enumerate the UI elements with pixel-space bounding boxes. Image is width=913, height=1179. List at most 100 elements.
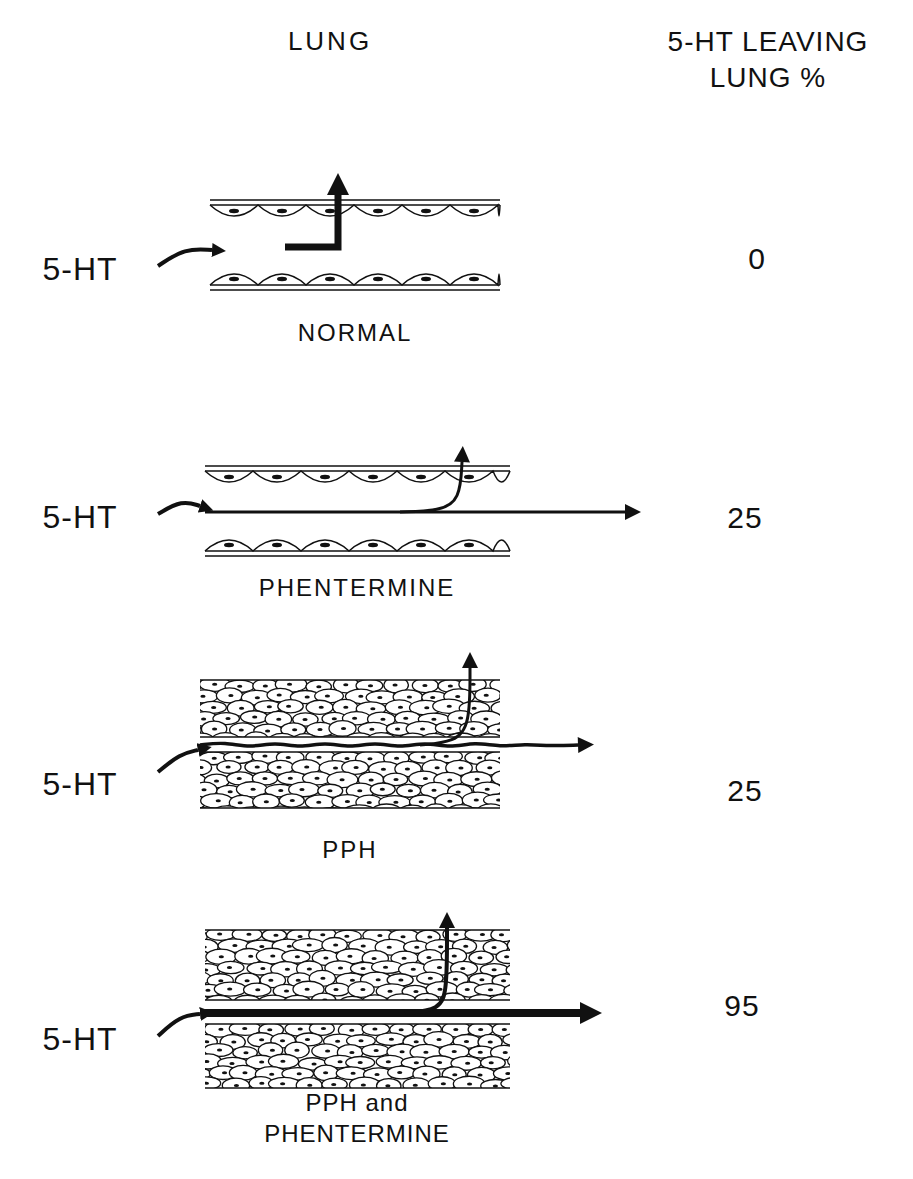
cell-nucleus (393, 778, 398, 781)
cell-nucleus (414, 946, 419, 949)
cell-outline (349, 1077, 380, 1088)
cell-nucleus (437, 988, 442, 991)
cell-outline (372, 961, 403, 974)
cell-outline (205, 1077, 221, 1088)
cell-nucleus (273, 934, 278, 937)
cell-nucleus (387, 946, 392, 949)
cell-nucleus (426, 1028, 431, 1031)
cell-nucleus (243, 1051, 248, 1054)
wall-line (200, 751, 500, 753)
cell-nucleus (333, 988, 338, 991)
cell-nucleus (332, 717, 337, 720)
cell-nucleus (431, 789, 436, 792)
cell-nucleus (211, 706, 216, 709)
column-heading: LUNG (288, 25, 372, 59)
cell-nucleus (244, 979, 249, 982)
cell-nucleus (374, 1073, 379, 1076)
flow-arrow (158, 503, 200, 514)
cell-nucleus (323, 956, 328, 959)
cell-outline (501, 1077, 510, 1088)
cell-nucleus (205, 1082, 209, 1085)
cell-nucleus (316, 801, 321, 804)
cell-nucleus (299, 788, 304, 791)
cell-nucleus (354, 766, 359, 769)
wall-line (205, 555, 510, 557)
cell-nucleus (236, 756, 241, 759)
cell-nucleus (441, 1082, 446, 1085)
cell-nucleus (431, 718, 436, 721)
cell-nucleus (478, 1028, 483, 1031)
cell-nucleus (368, 543, 378, 547)
cell-nucleus (358, 1039, 363, 1042)
cell-nucleus (345, 800, 350, 803)
cell-nucleus (350, 979, 355, 982)
cell-nucleus (487, 766, 492, 769)
cell-nucleus (437, 1061, 442, 1064)
cell-nucleus (395, 728, 400, 731)
cell-nucleus (357, 789, 362, 792)
percent-value: 25 (727, 498, 762, 537)
cell-nucleus (259, 1038, 264, 1041)
cell-nucleus (307, 1084, 312, 1087)
cell-nucleus (325, 695, 330, 698)
cell-nucleus (505, 1072, 510, 1075)
cell-nucleus (492, 968, 497, 971)
percent-value: 95 (724, 986, 759, 1025)
condition-label: PHENTERMINE (259, 572, 456, 603)
cell-nucleus (423, 1051, 428, 1054)
cell-nucleus (276, 718, 281, 721)
endothelial-cells (205, 471, 510, 482)
flow-arrow (400, 462, 462, 512)
cell-outline (241, 711, 268, 724)
cell-nucleus (268, 979, 273, 982)
endothelial-cells (210, 205, 500, 216)
cell-nucleus (430, 696, 435, 699)
cell-outline (278, 700, 303, 713)
cell-nucleus (398, 706, 403, 709)
cell-nucleus (259, 1061, 264, 1064)
cell-outline (387, 994, 416, 1000)
cell-nucleus (201, 717, 206, 720)
cell-nucleus (480, 933, 485, 936)
cell-nucleus (201, 788, 206, 791)
cell-outline (377, 1079, 401, 1088)
cell-nucleus (493, 1084, 498, 1087)
cell-nucleus (200, 766, 204, 769)
cell-nucleus (259, 945, 264, 948)
cell-nucleus (217, 933, 222, 936)
cell-nucleus (498, 757, 500, 760)
endothelial-cells (205, 540, 510, 551)
flow-arrows (158, 195, 625, 1036)
cell-nucleus (304, 766, 309, 769)
cell-nucleus (311, 1062, 316, 1065)
cell-nucleus (405, 768, 410, 771)
thickened-wall (179, 1021, 535, 1093)
cell-nucleus (343, 706, 348, 709)
cell-nucleus (389, 1038, 394, 1041)
cell-nucleus (237, 685, 242, 688)
cell-nucleus (488, 1040, 493, 1043)
cell-nucleus (255, 988, 260, 991)
cell-nucleus (371, 957, 376, 960)
cell-nucleus (416, 543, 426, 547)
cell-nucleus (234, 1084, 239, 1087)
cell-nucleus (484, 694, 489, 697)
cell-nucleus (216, 799, 221, 802)
cell-nucleus (386, 1060, 391, 1063)
cell-outline (388, 1066, 415, 1079)
column-heading: 5-HT LEAVING LUNG % (653, 24, 883, 97)
thickened-wall (176, 749, 530, 821)
cell-nucleus (262, 777, 267, 780)
cell-nucleus (327, 789, 332, 792)
cell-nucleus (320, 977, 325, 980)
cell-nucleus (219, 955, 224, 958)
flow-arrow (205, 1009, 580, 1017)
cell-nucleus (488, 988, 493, 991)
cell-nucleus (460, 967, 465, 970)
cell-nucleus (284, 989, 289, 992)
cell-outline (217, 961, 244, 973)
cell-nucleus (214, 779, 219, 782)
cell-nucleus (463, 945, 468, 948)
cell-nucleus (288, 777, 293, 780)
